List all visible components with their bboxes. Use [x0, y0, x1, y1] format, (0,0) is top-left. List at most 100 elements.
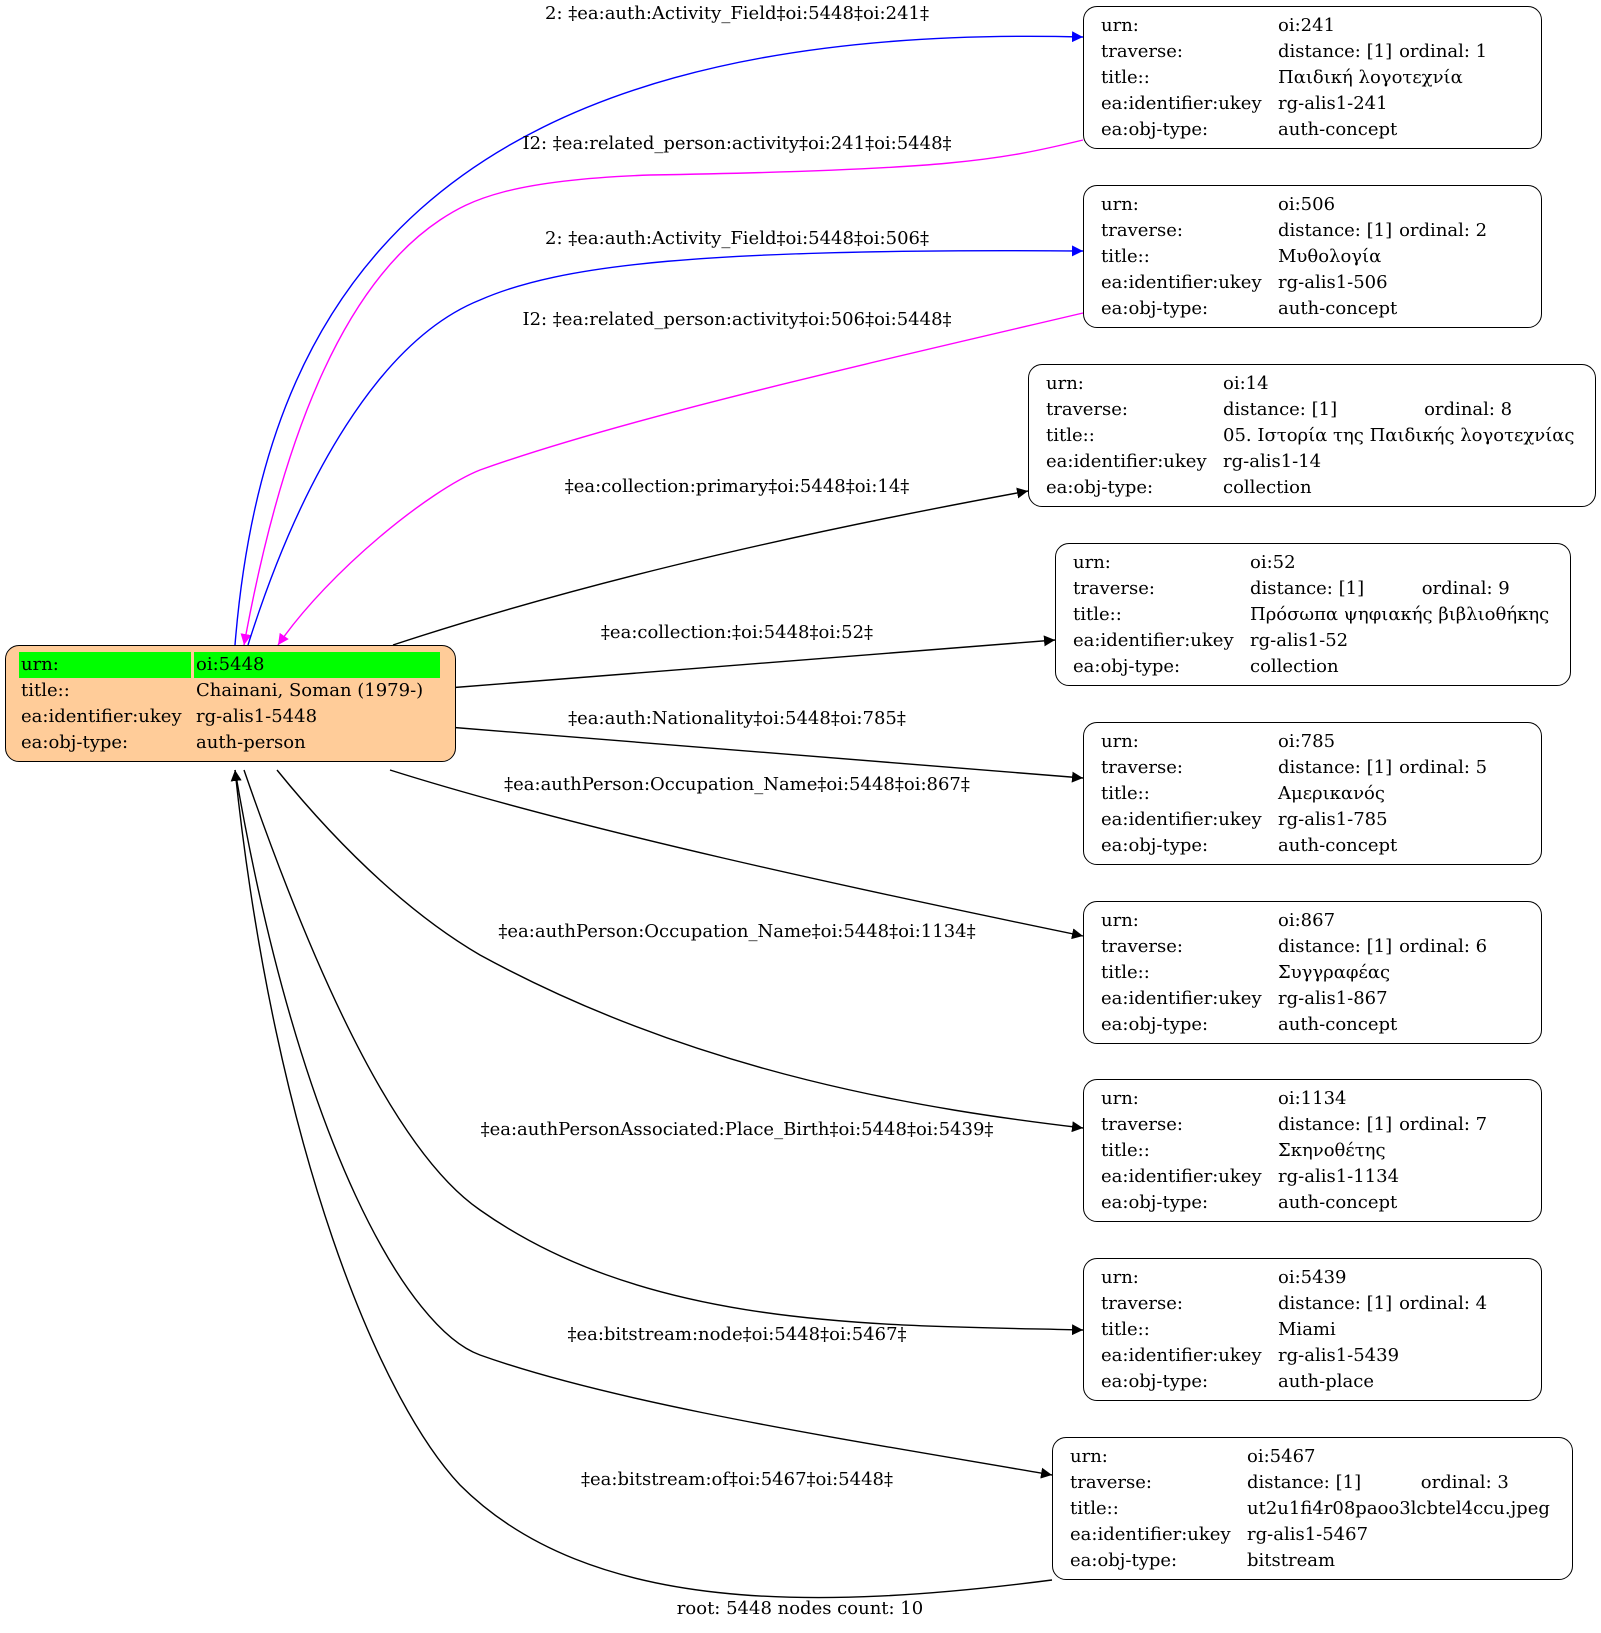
value-ukey: rg-alis1-5439: [1278, 1345, 1400, 1366]
node-table: urn:oi:52 traverse:distance: [1]ordinal:…: [1068, 550, 1554, 680]
key-obj-type: ea:obj-type:: [1101, 119, 1209, 140]
row-urn: urn:oi:1134: [1099, 1086, 1489, 1112]
node-oi-506[interactable]: urn:oi:506 traverse:distance: [1]ordinal…: [1083, 185, 1542, 328]
node-oi-5439[interactable]: urn:oi:5439 traverse:distance: [1]ordina…: [1083, 1258, 1542, 1401]
node-table: urn:oi:5439 traverse:distance: [1]ordina…: [1096, 1265, 1492, 1395]
value-ordinal: ordinal: 6: [1399, 936, 1488, 957]
root-key-title: title::: [21, 680, 70, 701]
key-obj-type: ea:obj-type:: [1073, 656, 1181, 677]
value-ordinal: ordinal: 1: [1399, 41, 1488, 62]
value-distance: distance: [1]: [1278, 220, 1393, 241]
row-obj-type: ea:obj-type: auth-place: [1099, 1369, 1489, 1395]
node-oi-785[interactable]: urn:oi:785 traverse:distance: [1]ordinal…: [1083, 722, 1542, 865]
value-ukey: rg-alis1-5467: [1247, 1524, 1369, 1545]
key-urn: urn:: [1101, 15, 1139, 36]
key-obj-type: ea:obj-type:: [1070, 1550, 1178, 1571]
node-table: urn:oi:241 traverse:distance: [1]ordinal…: [1096, 13, 1492, 143]
graph-footer: root: 5448 nodes count: 10: [676, 1598, 924, 1619]
value-urn: oi:5439: [1278, 1267, 1347, 1288]
node-oi-867[interactable]: urn:oi:867 traverse:distance: [1]ordinal…: [1083, 901, 1542, 1044]
root-row-ukey: ea:identifier:ukey rg-alis1-5448: [19, 704, 440, 730]
row-obj-type: ea:obj-type:auth-concept: [1099, 1012, 1489, 1038]
key-urn: urn:: [1101, 1088, 1139, 1109]
key-ukey: ea:identifier:ukey: [1101, 1166, 1262, 1187]
row-urn: urn:oi:5439: [1099, 1265, 1489, 1291]
value-title: Σκηνοθέτης: [1278, 1140, 1386, 1161]
key-ukey: ea:identifier:ukey: [1101, 809, 1262, 830]
row-traverse: traverse: distance: [1] ordinal: 1: [1099, 39, 1489, 65]
row-ukey: ea:identifier:ukey rg-alis1-5467: [1068, 1522, 1552, 1548]
empty-cell: [1420, 550, 1552, 576]
key-obj-type: ea:obj-type:: [1101, 1371, 1209, 1392]
edge-paths: [230, 31, 1084, 1599]
row-obj-type: ea:obj-type:auth-concept: [1099, 1190, 1489, 1216]
row-title: title::Πρόσωπα ψηφιακής βιβλιοθήκης: [1071, 602, 1551, 628]
row-urn: urn: oi:785: [1099, 729, 1489, 755]
value-ordinal: ordinal: 3: [1420, 1472, 1509, 1493]
value-ordinal: ordinal: 2: [1399, 220, 1488, 241]
key-urn: urn:: [1070, 1446, 1108, 1467]
key-obj-type: ea:obj-type:: [1101, 1014, 1209, 1035]
row-obj-type: ea:obj-type:auth-concept: [1099, 117, 1489, 143]
key-traverse: traverse:: [1070, 1472, 1152, 1493]
key-title: title::: [1101, 783, 1150, 804]
root-node[interactable]: urn: oi:5448 title:: Chainani, Soman (19…: [5, 645, 456, 762]
value-title: Miami: [1278, 1319, 1336, 1340]
key-traverse: traverse:: [1101, 1293, 1183, 1314]
value-distance: distance: [1]: [1223, 399, 1338, 420]
value-ordinal: ordinal: 8: [1424, 399, 1513, 420]
empty-cell: [1397, 192, 1489, 218]
value-obj-type: bitstream: [1247, 1550, 1336, 1571]
key-traverse: traverse:: [1101, 41, 1183, 62]
value-urn: oi:14: [1223, 373, 1269, 394]
value-obj-type: auth-concept: [1278, 298, 1398, 319]
node-oi-241[interactable]: urn:oi:241 traverse:distance: [1]ordinal…: [1083, 6, 1542, 149]
edge-label: ‡ea:collection:primary‡oi:5448‡oi:14‡: [564, 476, 910, 497]
edge-label: ‡ea:authPerson:Occupation_Name‡oi:5448‡o…: [504, 774, 970, 795]
key-title: title::: [1101, 67, 1150, 88]
node-table: urn:oi:867 traverse:distance: [1]ordinal…: [1096, 908, 1492, 1038]
value-obj-type: auth-concept: [1278, 1192, 1398, 1213]
edge-11: [234, 769, 1053, 1479]
root-key-obj-type: ea:obj-type:: [21, 732, 129, 753]
edge-label: ‡ea:authPerson:Occupation_Name‡oi:5448‡o…: [498, 921, 976, 942]
row-urn: urn:oi:14: [1044, 371, 1577, 397]
key-urn: urn:: [1073, 552, 1111, 573]
value-ukey: rg-alis1-52: [1250, 630, 1349, 651]
node-oi-52[interactable]: urn:oi:52 traverse:distance: [1]ordinal:…: [1055, 543, 1571, 686]
value-distance: distance: [1]: [1278, 1114, 1393, 1135]
edge-label: ‡ea:bitstream:node‡oi:5448‡oi:5467‡: [567, 1324, 907, 1345]
node-oi-14[interactable]: urn:oi:14 traverse:distance: [1]ordinal:…: [1028, 364, 1596, 507]
key-urn: urn:: [1101, 194, 1139, 215]
key-obj-type: ea:obj-type:: [1101, 835, 1209, 856]
node-oi-5467[interactable]: urn:oi:5467 traverse:distance: [1]ordina…: [1052, 1437, 1573, 1580]
row-title: title::ut2u1fi4r08paoo3lcbtel4ccu.jpeg: [1068, 1496, 1552, 1522]
key-traverse: traverse:: [1101, 1114, 1183, 1135]
value-distance: distance: [1]: [1278, 41, 1393, 62]
value-ukey: rg-alis1-506: [1278, 272, 1388, 293]
key-urn: urn:: [1101, 731, 1139, 752]
edge-label: ‡ea:collection:‡oi:5448‡oi:52‡: [600, 622, 874, 643]
key-title: title::: [1101, 962, 1150, 983]
value-ordinal: ordinal: 4: [1399, 1293, 1488, 1314]
root-value-ukey: rg-alis1-5448: [196, 706, 318, 727]
edge-label: ‡ea:bitstream:of‡oi:5467‡oi:5448‡: [581, 1469, 893, 1490]
key-ukey: ea:identifier:ukey: [1070, 1524, 1231, 1545]
row-obj-type: ea:obj-type:collection: [1044, 475, 1577, 501]
row-title: title::Συγγραφέας: [1099, 960, 1489, 986]
row-title: title::Παιδική λογοτεχνία: [1099, 65, 1489, 91]
value-obj-type: auth-place: [1278, 1371, 1374, 1392]
edge-12: [230, 769, 1053, 1599]
key-ukey: ea:identifier:ukey: [1101, 988, 1262, 1009]
empty-cell: [1397, 1265, 1489, 1291]
row-title: title::Μυθολογία: [1099, 244, 1489, 270]
root-row-urn: urn: oi:5448: [19, 652, 440, 678]
value-title: ut2u1fi4r08paoo3lcbtel4ccu.jpeg: [1247, 1498, 1550, 1519]
value-urn: oi:785: [1278, 731, 1336, 752]
node-oi-1134[interactable]: urn:oi:1134 traverse:distance: [1]ordina…: [1083, 1079, 1542, 1222]
